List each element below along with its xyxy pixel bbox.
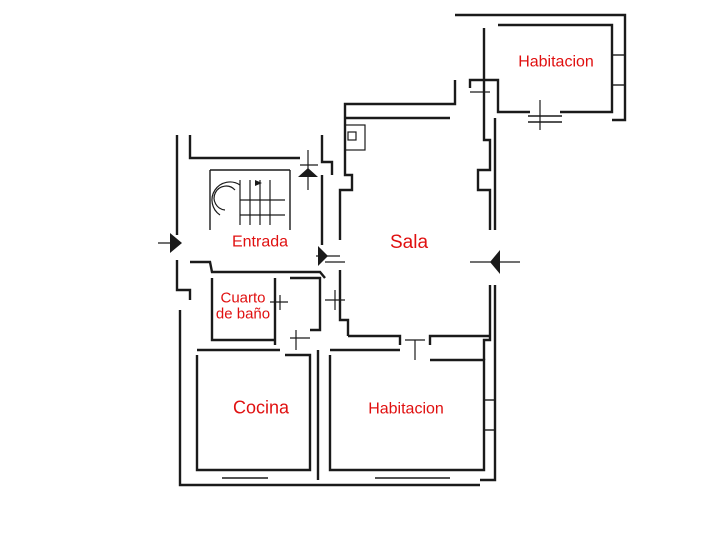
room-label-habitacion-bottom: Habitacion <box>368 400 444 418</box>
room-label-cocina: Cocina <box>232 397 290 418</box>
room-label-entrada: Entrada <box>231 233 289 251</box>
door-marks <box>270 91 541 360</box>
fireplace-icon <box>344 124 366 151</box>
room-label-sala: Sala <box>389 232 429 254</box>
room-label-habitacion-top: Habitacion <box>518 53 594 71</box>
staircase-icon <box>211 180 285 225</box>
room-label-cuarto-de-bano: Cuarto de baño <box>215 289 271 322</box>
entry-arrow-icon <box>158 168 520 274</box>
outer-walls <box>175 13 627 487</box>
